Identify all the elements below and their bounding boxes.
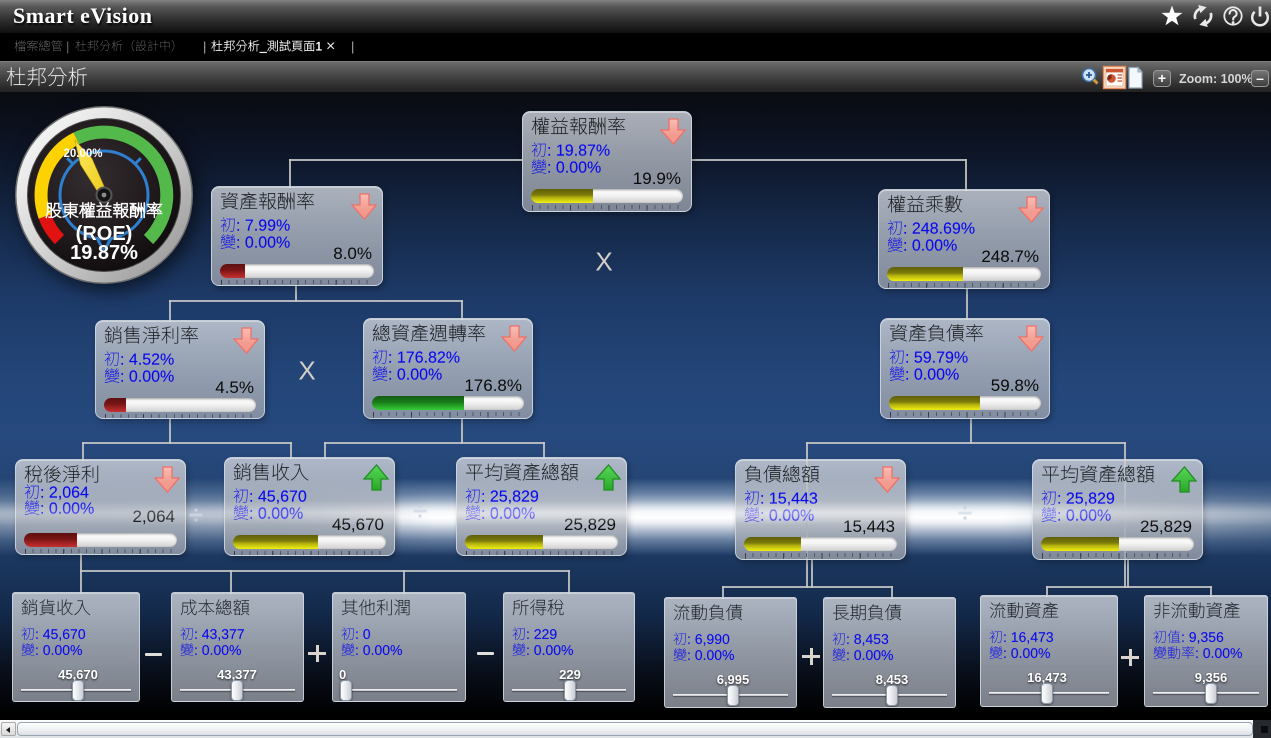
- svg-text:20.00%: 20.00%: [63, 148, 102, 160]
- svg-text:(ROE): (ROE): [76, 223, 133, 245]
- svg-text:19.87%: 19.87%: [70, 242, 138, 264]
